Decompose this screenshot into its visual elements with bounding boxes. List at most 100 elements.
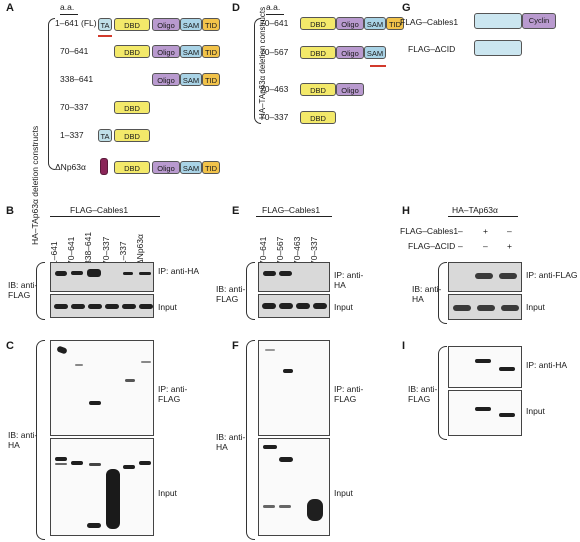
tid-domain: TID xyxy=(202,73,220,86)
blot-input xyxy=(258,294,330,318)
ib-label: IB: anti-HA xyxy=(412,284,442,304)
aa-label-d: a.a. xyxy=(266,2,281,12)
cables1-body xyxy=(474,40,522,56)
dbd-domain: DBD xyxy=(114,129,150,142)
row-label: Input xyxy=(334,488,353,498)
dbd-domain: DBD xyxy=(300,17,336,30)
panel-h-brace xyxy=(438,262,447,324)
oligo-domain: Oligo xyxy=(336,46,364,59)
band xyxy=(265,349,275,351)
blot-ip xyxy=(258,340,330,436)
sam-domain: SAM xyxy=(180,45,202,58)
ib-label: IB: anti-FLAG xyxy=(216,284,246,304)
lane-label: 70–641 xyxy=(258,236,268,265)
dbd-domain: DBD xyxy=(114,18,150,31)
construct-label: 70–641 xyxy=(260,18,289,28)
row-label: Input xyxy=(334,302,353,312)
band xyxy=(122,304,136,309)
band xyxy=(279,303,293,309)
blot-input xyxy=(258,438,330,536)
band xyxy=(283,369,293,373)
condition-sign: + xyxy=(507,241,512,251)
condition-sign: + xyxy=(483,226,488,236)
blot-input xyxy=(50,294,154,318)
panel-letter-i: I xyxy=(402,340,406,352)
construct-label: FLAG–ΔCID xyxy=(408,44,456,54)
oligo-domain: Oligo xyxy=(336,83,364,96)
blot-ip xyxy=(50,262,154,292)
lane-label: 70–337 xyxy=(309,236,319,265)
construct-label: 1–337 xyxy=(60,130,84,140)
lane-label: 70–641 xyxy=(66,236,76,265)
header-rule xyxy=(50,216,160,217)
cables1-body xyxy=(474,13,522,29)
band xyxy=(105,304,119,309)
band xyxy=(501,305,519,311)
band xyxy=(56,345,68,355)
panel-letter-h: H xyxy=(402,205,410,217)
band xyxy=(54,304,68,309)
panel-f-brace xyxy=(246,340,255,540)
band xyxy=(139,304,153,309)
construct-label: 70–337 xyxy=(60,102,89,112)
tid-domain: TID xyxy=(202,18,220,31)
row-label: Input xyxy=(526,302,545,312)
panel-i-brace xyxy=(438,346,447,440)
panel-c-brace xyxy=(36,340,45,540)
row-label: Input xyxy=(158,488,177,498)
header-rule xyxy=(448,216,518,217)
row-label: IP: anti-FLAG xyxy=(158,384,188,404)
oligo-domain: Oligo xyxy=(336,17,364,30)
lane-label: 70–567 xyxy=(275,236,285,265)
construct-label: 70–337 xyxy=(260,112,289,122)
row-label: IP: anti-HA xyxy=(526,360,568,370)
band xyxy=(89,463,101,466)
sam-domain: SAM xyxy=(180,73,202,86)
sam-domain: SAM xyxy=(180,18,202,31)
oligo-domain: Oligo xyxy=(152,18,180,31)
panel-letter-g: G xyxy=(402,2,411,14)
header-rule xyxy=(256,216,332,217)
cyclin-domain: Cyclin xyxy=(522,13,556,29)
panel-d-brace xyxy=(254,18,261,124)
band xyxy=(263,445,277,449)
tid-domain: TID xyxy=(202,161,220,174)
blot-header: HA–TAp63α xyxy=(452,205,498,215)
band xyxy=(55,271,67,276)
row-label: IP: anti-FLAG xyxy=(526,270,578,280)
aa-scale-a xyxy=(60,14,78,15)
construct-label: ΔNp63α xyxy=(55,162,86,172)
band xyxy=(139,461,151,465)
band xyxy=(296,303,310,309)
construct-label: 70–567 xyxy=(260,47,289,57)
blot-header: FLAG–Cables1 xyxy=(70,205,129,215)
ib-label: IB: anti-FLAG xyxy=(8,280,38,300)
panel-a-side-label: HA–TAp63α deletion constructs xyxy=(30,125,40,245)
panel-letter-b: B xyxy=(6,205,14,217)
tid-domain: TID xyxy=(386,17,404,30)
band xyxy=(89,401,101,405)
panel-a-brace xyxy=(48,18,55,170)
blot-header: FLAG–Cables1 xyxy=(262,205,321,215)
band xyxy=(55,463,67,465)
dbd-domain: DBD xyxy=(300,46,336,59)
lane-label: 338–641 xyxy=(83,231,93,265)
aa-scale-d xyxy=(266,14,284,15)
band xyxy=(71,461,83,465)
row-label: IP: anti-FLAG xyxy=(334,384,364,404)
condition-label: FLAG–ΔCID xyxy=(408,241,456,251)
ta-domain: TA xyxy=(98,129,112,142)
dbd-domain: DBD xyxy=(300,83,336,96)
condition-sign: – xyxy=(483,241,488,251)
condition-label: FLAG–Cables1 xyxy=(400,226,459,236)
band xyxy=(125,379,135,382)
sam-domain: SAM xyxy=(180,161,202,174)
dbd-domain: DBD xyxy=(114,101,150,114)
band xyxy=(71,304,85,309)
panel-b-brace xyxy=(36,262,45,320)
row-label: Input xyxy=(526,406,545,416)
ta-highlight-mark xyxy=(98,35,112,37)
construct-label: FLAG–Cables1 xyxy=(400,17,459,27)
band xyxy=(499,413,515,417)
dbd-domain: DBD xyxy=(300,111,336,124)
